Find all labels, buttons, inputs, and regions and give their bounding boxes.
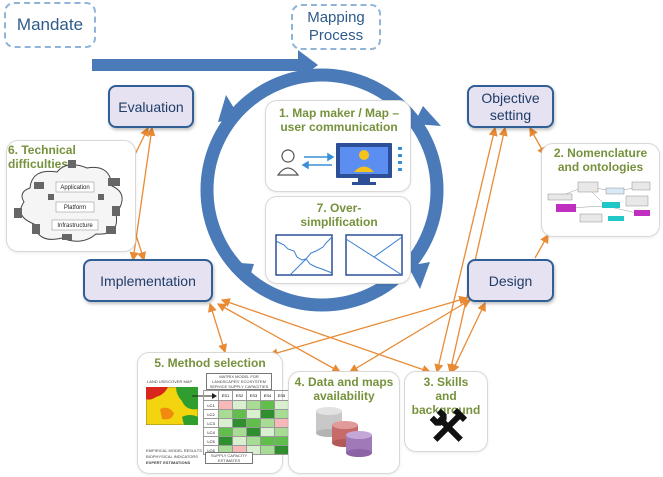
user-icon — [276, 149, 300, 176]
matrix-cell — [274, 409, 289, 419]
matrix-col-header: ES2 — [232, 390, 247, 401]
matrix-cell — [274, 436, 289, 446]
skills-card — [404, 371, 488, 452]
matrix-cell — [246, 418, 261, 428]
matrix-col-header: ES4 — [260, 390, 275, 401]
stage-evaluation: Evaluation — [108, 85, 194, 128]
stage-design-label: Design — [488, 272, 533, 289]
matrix-cell — [232, 400, 247, 410]
cycle-arrow-left — [218, 95, 240, 122]
tools-icon — [429, 407, 468, 442]
simplification-maps — [275, 234, 403, 276]
data-label: 4. Data and maps availability — [294, 375, 394, 403]
matrix-col-header: ES3 — [246, 390, 261, 401]
mandate-arrow-head — [298, 50, 318, 80]
matrix-cell — [246, 436, 261, 446]
cycle-arrow-topright — [414, 106, 441, 126]
stage-implementation: Implementation — [83, 259, 213, 302]
stage-objective-setting-label: Objective setting — [481, 89, 540, 123]
matrix-cell — [232, 436, 247, 446]
matrix-col-header: ES1 — [218, 390, 233, 401]
data-card — [288, 371, 400, 474]
matrix-cell — [274, 418, 289, 428]
simplified-map-icon — [345, 234, 403, 276]
application-layer — [55, 181, 95, 193]
stage-design: Design — [467, 259, 554, 302]
ontology-graph — [547, 181, 651, 223]
matrix-cell — [218, 418, 233, 428]
matrix-row-header: LC1 — [203, 400, 219, 410]
cloud-computing-figure: Application Platform Infrastructure — [14, 160, 123, 242]
empirical-caption: EMPIRICAL MODEL RESULTS — [146, 448, 202, 453]
exchange-arrows-icon — [301, 152, 335, 170]
mandate-arrow-shaft — [92, 59, 302, 71]
mandate-label: Mandate — [16, 15, 84, 34]
communication-icons — [276, 143, 402, 185]
mapping-process-label: Mapping Process — [307, 9, 365, 44]
oversimplification-label: 7. Over- simplification — [300, 201, 378, 229]
biophysical-caption: BIOPHYSICAL INDICATORS — [146, 454, 198, 459]
matrix-cell — [260, 436, 275, 446]
matrix-cell — [218, 436, 233, 446]
platform-layer — [55, 201, 95, 213]
infrastructure-text: Infrastructure — [57, 223, 93, 229]
landcover-map — [146, 387, 198, 425]
matrix-cell — [260, 400, 275, 410]
matrix-title: MATRIX MODEL FOR LANDSCAPES' ECOSYSTEM S… — [206, 373, 272, 390]
database-icon — [316, 407, 372, 457]
matrix-col-header: ES5 — [274, 390, 289, 401]
communication-card: 1. Map maker / Map – user communication — [265, 100, 411, 192]
method-label: 5. Method selection — [154, 356, 266, 370]
cycle-arrow-right — [408, 262, 430, 289]
matrix-cell — [274, 400, 289, 410]
stage-evaluation-label: Evaluation — [118, 98, 184, 115]
matrix-cell — [246, 427, 261, 437]
stage-objective-setting: Objective setting — [467, 85, 554, 128]
mapping-process-box: Mapping Process — [291, 4, 381, 50]
supply-caption: SUPPLY CAPACITY ESTIMATES — [205, 452, 253, 464]
detailed-map-icon — [275, 234, 333, 276]
monitor-icon — [336, 143, 392, 185]
skills-label: 3. Skills and background — [411, 375, 481, 417]
stage-implementation-label: Implementation — [100, 272, 196, 289]
communication-label: 1. Map maker / Map – user communication — [278, 106, 400, 134]
expert-caption: EXPERT ESTIMATIONS — [146, 460, 191, 465]
matrix-cell — [246, 409, 261, 419]
signal-icon — [398, 147, 402, 171]
matrix-corner — [203, 390, 219, 401]
matrix-row-header: LC5 — [203, 436, 219, 446]
oversimplification-card: 7. Over- simplification — [265, 196, 411, 284]
matrix-cell — [274, 445, 289, 455]
matrix-cell — [260, 427, 275, 437]
matrix-row-header: LC3 — [203, 418, 219, 428]
nomenclature-label: 2. Nomenclature and ontologies — [553, 146, 648, 174]
matrix-cell — [218, 409, 233, 419]
matrix-cell — [232, 409, 247, 419]
matrix-cell — [246, 400, 261, 410]
matrix-cell — [260, 445, 275, 455]
matrix-cell — [232, 427, 247, 437]
matrix-cell — [218, 427, 233, 437]
db-cylinder-purple — [346, 431, 372, 457]
matrix-row-header: LC4 — [203, 427, 219, 437]
infrastructure-layer — [51, 219, 99, 231]
landcover-caption: LAND USE/COVER MAP — [147, 379, 193, 384]
mandate-box: Mandate — [4, 2, 96, 48]
device-icons — [14, 160, 120, 240]
matrix-cell — [260, 418, 275, 428]
matrix-cell — [218, 400, 233, 410]
matrix-cell — [232, 418, 247, 428]
cycle-arrow-bottom — [227, 262, 254, 282]
matrix-cell — [274, 427, 289, 437]
platform-text: Platform — [64, 205, 86, 211]
matrix-cell — [260, 409, 275, 419]
matrix-row-header: LC2 — [203, 409, 219, 419]
application-text: Application — [60, 185, 89, 191]
technical-label: 6. Technical difficulties — [8, 143, 76, 171]
